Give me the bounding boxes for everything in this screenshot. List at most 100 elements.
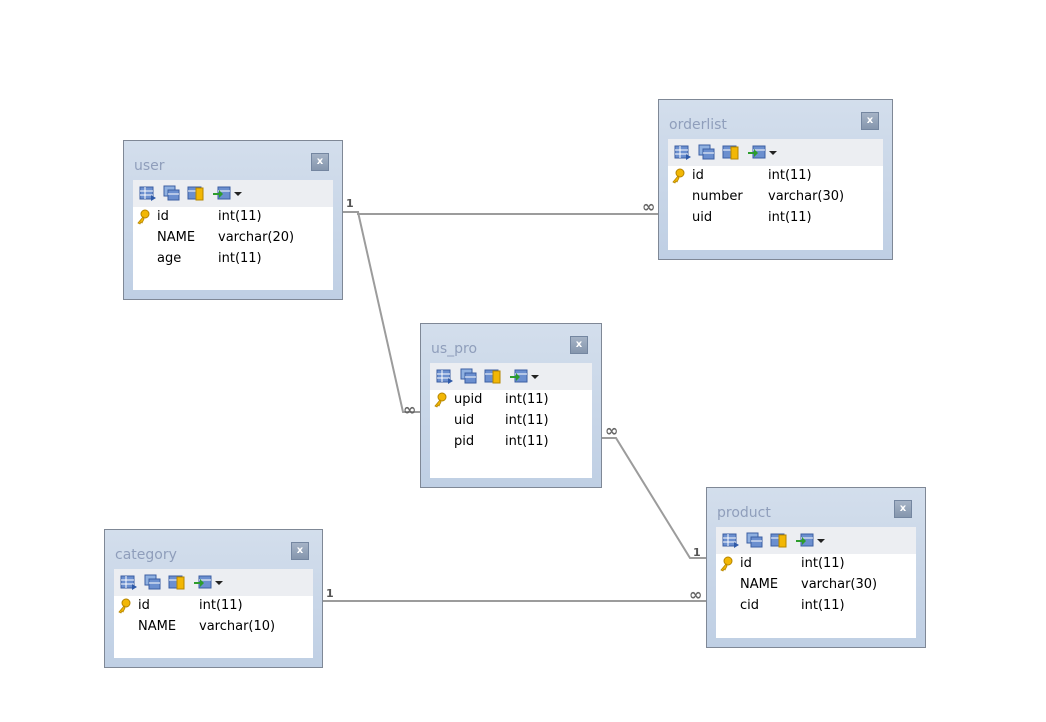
key-icon <box>719 556 733 572</box>
field-type: int(11) <box>218 209 262 224</box>
dropdown-arrow-icon[interactable] <box>530 368 540 385</box>
field-row[interactable]: upid int(11) <box>430 390 592 411</box>
field-name: NAME <box>740 577 779 592</box>
table-copy-icon[interactable] <box>460 368 478 385</box>
field-type: int(11) <box>218 251 262 266</box>
field-row[interactable]: id int(11) <box>668 166 883 187</box>
field-type: varchar(20) <box>218 230 295 245</box>
close-icon[interactable]: x <box>894 500 912 518</box>
field-row[interactable]: id int(11) <box>114 596 313 617</box>
field-row[interactable]: uid int(11) <box>430 411 592 432</box>
table-copy-icon[interactable] <box>144 574 162 591</box>
field-list: id int(11) NAME varchar(10) <box>114 596 313 638</box>
table-title: category <box>115 547 177 563</box>
table-body: upid int(11) uid int(11) pid int(11) <box>430 363 592 478</box>
table-title: us_pro <box>431 341 478 357</box>
import-icon[interactable] <box>194 574 212 591</box>
field-type: int(11) <box>505 392 549 407</box>
table-grid-icon[interactable] <box>674 144 692 161</box>
table-body: id int(11) NAME varchar(20) age int(11) <box>133 180 333 290</box>
table-us-pro[interactable]: us_pro x upid int(11) uid int(11) pid in… <box>420 323 602 488</box>
table-title: product <box>717 505 771 521</box>
field-row[interactable]: age int(11) <box>133 249 333 270</box>
field-type: int(11) <box>801 556 845 571</box>
close-icon[interactable]: x <box>861 112 879 130</box>
field-name: number <box>692 189 743 204</box>
field-type: varchar(30) <box>768 189 845 204</box>
field-name: id <box>740 556 752 571</box>
field-name: upid <box>454 392 483 407</box>
field-type: int(11) <box>768 210 812 225</box>
import-icon[interactable] <box>748 144 766 161</box>
table-title: user <box>134 158 165 174</box>
table-copy-icon[interactable] <box>746 532 764 549</box>
field-row[interactable]: pid int(11) <box>430 432 592 453</box>
dropdown-arrow-icon[interactable] <box>816 532 826 549</box>
card-user-orderlist-from: 1 <box>346 197 354 210</box>
close-icon[interactable]: x <box>311 153 329 171</box>
key-icon <box>117 598 131 614</box>
dropdown-arrow-icon[interactable] <box>768 144 778 161</box>
field-list: id int(11) NAME varchar(30) cid int(11) <box>716 554 916 617</box>
key-icon <box>136 209 150 225</box>
table-toolbar <box>716 527 916 554</box>
key-index-icon[interactable] <box>722 144 740 161</box>
field-row[interactable]: NAME varchar(20) <box>133 228 333 249</box>
table-grid-icon[interactable] <box>120 574 138 591</box>
table-title: orderlist <box>669 117 727 133</box>
table-product[interactable]: product x id int(11) NAME varchar(30) ci… <box>706 487 926 648</box>
card-us-pro-product-from: 1 <box>693 546 701 559</box>
table-copy-icon[interactable] <box>163 185 181 202</box>
field-name: cid <box>740 598 760 613</box>
field-name: id <box>138 598 150 613</box>
table-user[interactable]: user x id int(11) NAME varchar(20) age i… <box>123 140 343 300</box>
field-name: NAME <box>157 230 196 245</box>
import-icon[interactable] <box>796 532 814 549</box>
field-name: age <box>157 251 182 266</box>
table-body: id int(11) NAME varchar(30) cid int(11) <box>716 527 916 638</box>
relation-user-orderlist <box>343 211 658 215</box>
field-type: varchar(10) <box>199 619 276 634</box>
table-grid-icon[interactable] <box>436 368 454 385</box>
key-index-icon[interactable] <box>484 368 502 385</box>
field-row[interactable]: cid int(11) <box>716 596 916 617</box>
field-row[interactable]: id int(11) <box>133 207 333 228</box>
table-copy-icon[interactable] <box>698 144 716 161</box>
field-row[interactable]: number varchar(30) <box>668 187 883 208</box>
relation-us-pro-product <box>602 437 706 559</box>
field-name: id <box>157 209 169 224</box>
card-category-product-from: 1 <box>326 587 334 600</box>
dropdown-arrow-icon[interactable] <box>214 574 224 591</box>
field-name: id <box>692 168 704 183</box>
table-orderlist[interactable]: orderlist x id int(11) number varchar(30… <box>658 99 893 260</box>
key-index-icon[interactable] <box>770 532 788 549</box>
close-icon[interactable]: x <box>291 542 309 560</box>
card-user-us-pro-to: ∞ <box>403 400 417 419</box>
table-toolbar <box>668 139 883 166</box>
field-row[interactable]: NAME varchar(30) <box>716 575 916 596</box>
field-type: int(11) <box>199 598 243 613</box>
field-type: int(11) <box>768 168 812 183</box>
table-grid-icon[interactable] <box>722 532 740 549</box>
table-grid-icon[interactable] <box>139 185 157 202</box>
field-name: NAME <box>138 619 177 634</box>
import-icon[interactable] <box>213 185 231 202</box>
field-row[interactable]: id int(11) <box>716 554 916 575</box>
key-index-icon[interactable] <box>168 574 186 591</box>
card-category-product-to: ∞ <box>689 585 703 604</box>
key-index-icon[interactable] <box>187 185 205 202</box>
close-icon[interactable]: x <box>570 336 588 354</box>
field-row[interactable]: NAME varchar(10) <box>114 617 313 638</box>
dropdown-arrow-icon[interactable] <box>233 185 243 202</box>
field-row[interactable]: uid int(11) <box>668 208 883 229</box>
table-category[interactable]: category x id int(11) NAME varchar(10) <box>104 529 323 668</box>
import-icon[interactable] <box>510 368 528 385</box>
table-body: id int(11) number varchar(30) uid int(11… <box>668 139 883 250</box>
table-toolbar <box>133 180 333 207</box>
card-user-orderlist-to: ∞ <box>642 197 656 216</box>
table-toolbar <box>430 363 592 390</box>
field-list: id int(11) number varchar(30) uid int(11… <box>668 166 883 229</box>
field-list: upid int(11) uid int(11) pid int(11) <box>430 390 592 453</box>
field-name: uid <box>454 413 475 428</box>
field-name: pid <box>454 434 475 449</box>
